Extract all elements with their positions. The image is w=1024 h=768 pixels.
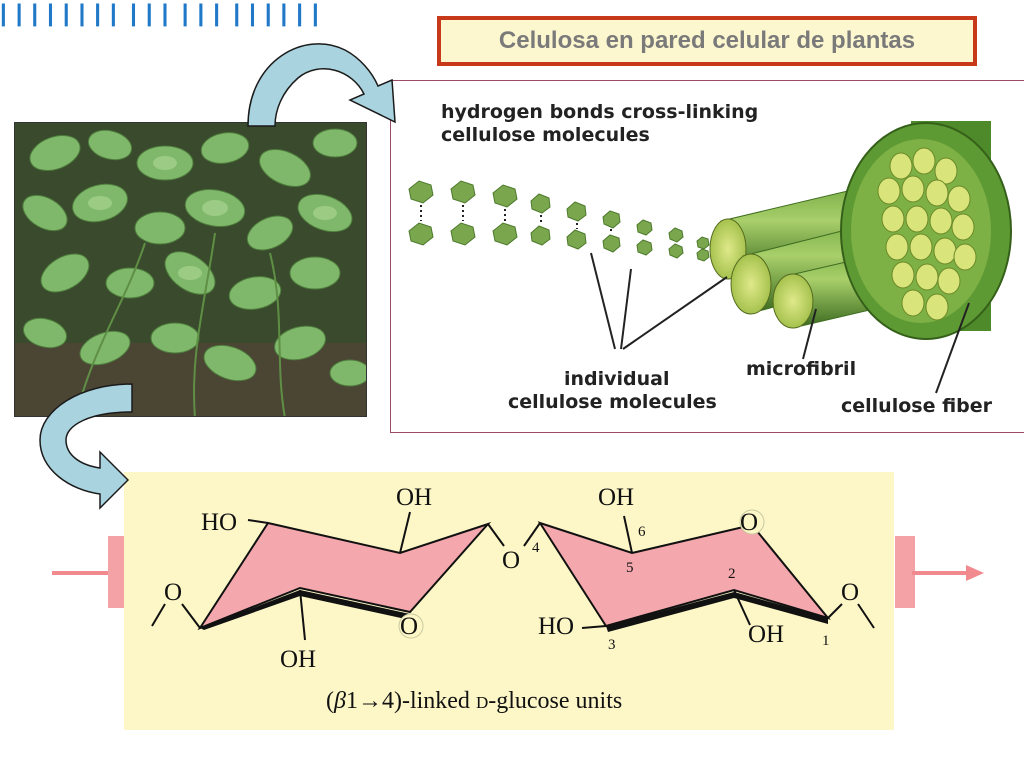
carbon-number-2: 2 [728, 566, 736, 582]
carbon-number-3: 3 [608, 637, 616, 653]
hbond-marks-top: |||||||| [0, 0, 126, 27]
carbon-number-6: 6 [638, 524, 646, 540]
title-box: Celulosa en pared celular de plantas [437, 16, 977, 66]
cellulose-fiber-diagram: hydrogen bonds cross-linking cellulose m… [390, 80, 1024, 433]
label-hydrogen-bonds: hydrogen bonds cross-linking cellulose m… [441, 101, 758, 147]
hbond-marks-left: ||| [130, 0, 178, 27]
carbon-number-1: 1 [822, 633, 830, 649]
carbon-number-5: 5 [626, 560, 634, 576]
o-left: O [164, 579, 183, 606]
hbond-marks-right: ||| [181, 0, 229, 27]
plant-leaves-illustration [15, 123, 366, 416]
o-ring-right: O [740, 509, 759, 536]
hbond-marks-bottom: |||||| [233, 0, 328, 27]
label-hydrogen-bonds-line1: hydrogen bonds cross-linking [441, 101, 759, 123]
label-individual-line2: cellulose molecules [508, 391, 717, 413]
caption-linkage: 1→4)-linked [345, 688, 476, 714]
oh-top-right: OH [598, 484, 635, 511]
o-glycosidic: O [502, 547, 521, 574]
ho-left: HO [201, 509, 238, 536]
label-cellulose-fiber: cellulose fiber [841, 395, 993, 417]
carbon-number-4: 4 [532, 540, 540, 556]
plant-photo [14, 122, 367, 417]
o-ring-left: O [400, 613, 419, 640]
caption-suffix: -glucose units [488, 688, 623, 714]
o-right: O [841, 579, 860, 606]
structure-caption: (β1→4)-linked D-glucose units [326, 688, 622, 715]
ho-bottom: HO [538, 613, 575, 640]
oh-top-left: OH [396, 484, 433, 511]
label-individual-molecules: individual cellulose molecules [508, 368, 717, 414]
caption-prefix: ( [326, 688, 334, 714]
oh-bottom-right: OH [748, 621, 785, 648]
label-hydrogen-bonds-line2: cellulose molecules [441, 124, 650, 146]
page-title: Celulosa en pared celular de plantas [498, 27, 916, 54]
oh-bottom-left: OH [280, 646, 317, 673]
cellulose-fiber-illustration [408, 121, 1012, 394]
caption-beta: β [334, 688, 346, 714]
label-individual-line1: individual [564, 368, 670, 390]
caption-d: D [475, 693, 489, 712]
label-microfibril: microfibril [746, 358, 857, 380]
